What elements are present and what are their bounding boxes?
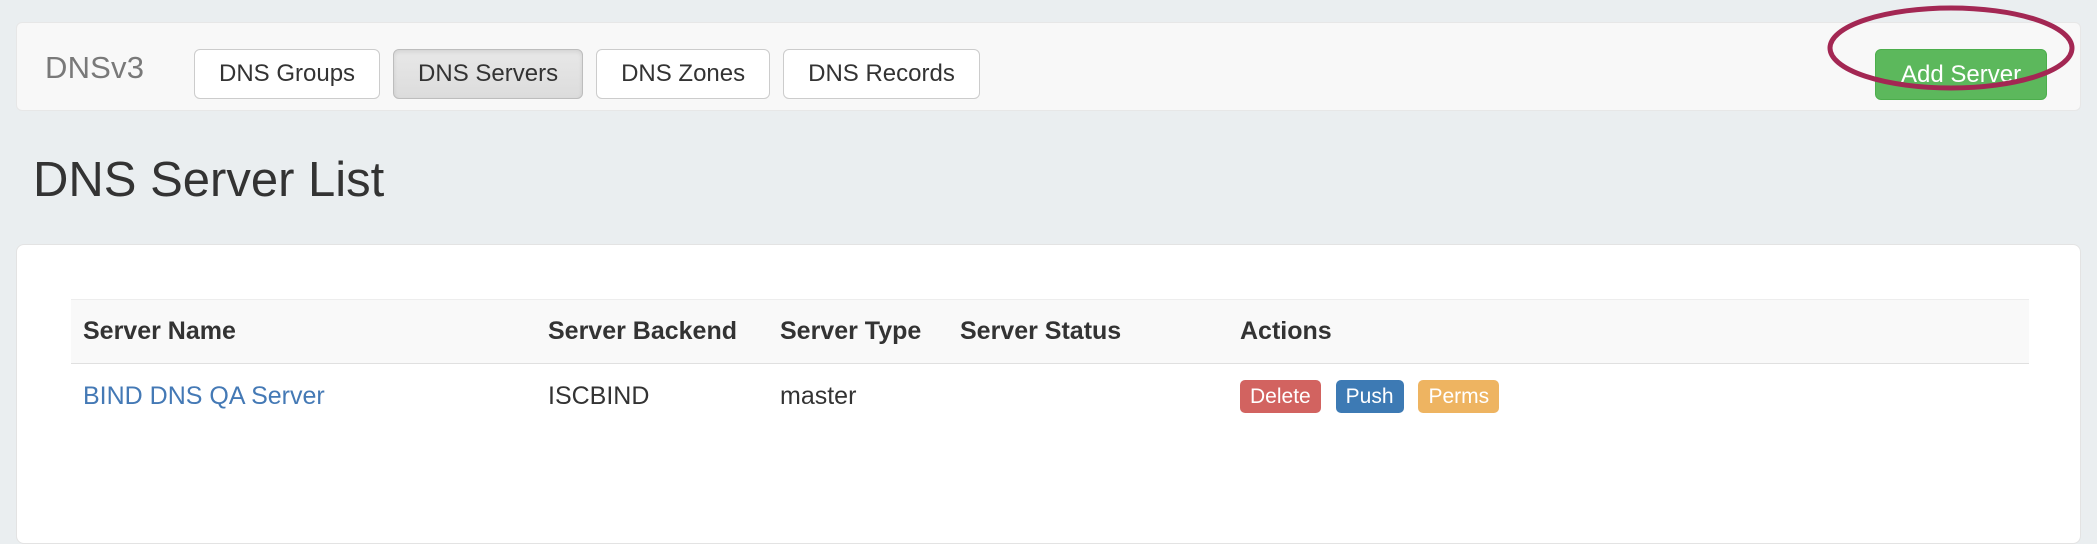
column-header-server-name[interactable]: Server Name — [71, 299, 536, 364]
page-title: DNS Server List — [33, 153, 385, 207]
delete-button[interactable]: Delete — [1240, 380, 1321, 413]
top-navbar: DNSv3 DNS Groups DNS Servers DNS Zones D… — [16, 22, 2081, 111]
dns-server-table: Server Name Server Backend Server Type S… — [71, 299, 2029, 429]
nav-button-group: DNS Groups DNS Servers DNS Zones DNS Rec… — [194, 49, 980, 99]
column-header-server-status[interactable]: Server Status — [948, 299, 1228, 364]
add-server-button[interactable]: Add Server — [1875, 49, 2048, 100]
cell-server-name: BIND DNS QA Server — [71, 364, 536, 430]
nav-button-dns-zones[interactable]: DNS Zones — [596, 49, 771, 99]
nav-button-dns-groups[interactable]: DNS Groups — [194, 49, 381, 99]
nav-button-label: DNS Records — [808, 60, 955, 87]
brand-logo[interactable]: DNSv3 — [45, 50, 145, 85]
nav-button-dns-servers[interactable]: DNS Servers — [393, 49, 584, 99]
cell-actions: Delete Push Perms — [1228, 364, 2029, 430]
add-server-label: Add Server — [1901, 60, 2022, 88]
perms-button[interactable]: Perms — [1418, 380, 1500, 413]
nav-button-label: DNS Groups — [219, 60, 356, 87]
nav-button-label: DNS Servers — [418, 60, 559, 87]
cell-server-backend: ISCBIND — [548, 382, 650, 410]
column-header-actions: Actions — [1228, 299, 2029, 364]
column-header-server-backend[interactable]: Server Backend — [536, 299, 768, 364]
server-name-link[interactable]: BIND DNS QA Server — [83, 382, 325, 410]
push-button[interactable]: Push — [1335, 380, 1404, 413]
table-header-row: Server Name Server Backend Server Type S… — [71, 299, 2029, 364]
table-row: BIND DNS QA Server ISCBIND master Delete… — [71, 364, 2029, 430]
cell-server-status — [948, 364, 1228, 430]
nav-button-dns-records[interactable]: DNS Records — [783, 49, 980, 99]
cell-server-type: master — [780, 382, 857, 410]
content-card: Server Name Server Backend Server Type S… — [16, 244, 2081, 544]
nav-button-label: DNS Zones — [621, 60, 746, 87]
column-header-server-type[interactable]: Server Type — [768, 299, 948, 364]
